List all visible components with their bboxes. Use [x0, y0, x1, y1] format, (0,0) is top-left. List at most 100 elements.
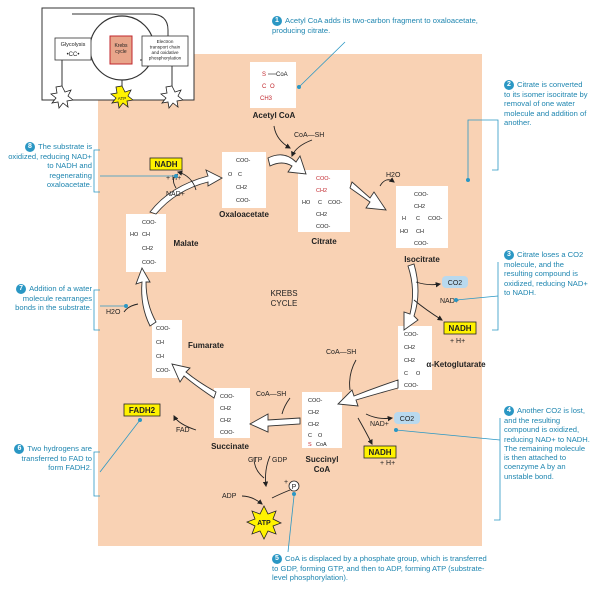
h2o-label-fumarate: H2O [106, 309, 121, 316]
fadh2-badge: FADH2 [123, 403, 161, 417]
arrow-citrate-to-isocitrate [349, 181, 387, 211]
svg-text:CH2: CH2 [236, 185, 247, 191]
svg-text:CH2: CH2 [404, 345, 415, 351]
svg-text:CO2: CO2 [448, 280, 463, 287]
svg-text:FADH2: FADH2 [129, 406, 156, 415]
svg-text:COO-: COO- [220, 430, 235, 436]
hplus-label-succinyl: + H+ [380, 460, 395, 467]
svg-text:C: C [416, 216, 420, 222]
fumarate-label: Fumarate [188, 341, 225, 350]
alpha-ketoglutarate-label: α-Ketoglutarate [426, 360, 486, 369]
svg-text:COO-: COO- [404, 332, 419, 338]
svg-text:CH2: CH2 [404, 358, 415, 364]
co2-bubble-isocitrate: CO2 [442, 276, 468, 288]
step-8-number: 8 [24, 142, 35, 152]
svg-text:C: C [238, 172, 242, 178]
krebs-cycle-title: KREBS [270, 289, 297, 298]
step-3-text: Citrate loses a CO2 molecule, and the re… [504, 250, 588, 297]
step-4-number: 4 [504, 406, 514, 416]
step-6-text: Two hydrogens are transferred to FAD to … [21, 444, 92, 473]
svg-text:C: C [262, 84, 267, 90]
svg-text:CO2: CO2 [400, 416, 415, 423]
svg-text:COO-: COO- [414, 241, 429, 247]
svg-text:C: C [318, 200, 322, 206]
svg-text:COO-: COO- [316, 176, 331, 182]
callout-leaders [93, 41, 501, 553]
acetyl-coa-label: Acetyl CoA [253, 111, 296, 120]
phosphate-icon [288, 480, 300, 492]
arrow-alpha-kg-to-succinyl-coa [337, 379, 399, 407]
svg-text:S: S [262, 72, 266, 78]
arrow-fumarate-to-malate [135, 266, 157, 327]
svg-text:COO-: COO- [156, 326, 171, 332]
svg-text:COO-: COO- [328, 200, 343, 206]
svg-text:CH: CH [156, 354, 164, 360]
succinate-structure: COO- CH2 CH2 COO- [214, 388, 250, 438]
krebs-cycle-subtitle: CYCLE [271, 299, 298, 308]
svg-text:CH2: CH2 [308, 422, 319, 428]
succinate-label: Succinate [211, 442, 249, 451]
svg-text:CH: CH [142, 232, 150, 238]
step-1-text: Acetyl CoA adds its two-carbon fragment … [272, 16, 478, 35]
adp-label: ADP [222, 493, 237, 500]
svg-text:HO: HO [302, 200, 311, 206]
svg-text:CoA: CoA [276, 72, 288, 78]
isocitrate-structure: COO- CH2 H C COO- HO CH COO- [396, 186, 448, 248]
succinyl-coa-structure: COO- CH2 CH2 C O S CoA [302, 392, 342, 448]
co2-bubble-succinyl: CO2 [394, 412, 420, 424]
nad-label-isocitrate: NAD+ [440, 298, 459, 305]
svg-text:O: O [416, 371, 421, 377]
oxaloacetate-structure: COO- O C CH2 COO- [222, 152, 266, 208]
arrow-malate-to-oxaloacetate [149, 169, 223, 215]
svg-text:COO-: COO- [236, 198, 251, 204]
arrow-succinate-to-fumarate [171, 363, 217, 399]
fad-label: FAD [176, 427, 190, 434]
citrate-label: Citrate [311, 237, 337, 246]
svg-text:C: C [404, 371, 408, 377]
inset-burst-mid [110, 85, 134, 109]
nadh-badge-top: NADH [149, 157, 183, 171]
svg-text:CH2: CH2 [316, 188, 327, 194]
svg-text:NADH: NADH [154, 160, 177, 169]
h2o-label-isocitrate: H2O [386, 172, 401, 179]
nad-label-succinyl: NAD+ [370, 421, 389, 428]
side-reaction-arrows [123, 125, 443, 505]
svg-text:O: O [270, 84, 275, 90]
step-8-text: The substrate is oxidized, reducing NAD+… [8, 142, 92, 189]
citrate-structure: COO- CH2 HO C COO- CH2 COO- [298, 170, 350, 232]
svg-text:H: H [402, 216, 406, 222]
phosphate-label: P [292, 484, 297, 491]
svg-text:CH3: CH3 [260, 96, 273, 102]
malate-label: Malate [174, 239, 199, 248]
inset-krebs-box [109, 35, 133, 65]
nad-label-malate: NAD+ [166, 191, 185, 198]
svg-text:COO-: COO- [316, 224, 331, 230]
hplus-label-isocitrate: + H+ [450, 338, 465, 345]
svg-text:O: O [228, 172, 233, 178]
coa-sh-label-succinate: CoA—SH [256, 391, 286, 398]
svg-text:COO-: COO- [156, 368, 171, 374]
svg-text:COO-: COO- [428, 216, 443, 222]
phosphate-plus: + [284, 479, 288, 486]
svg-text:CH2: CH2 [308, 410, 319, 416]
svg-text:CH2: CH2 [316, 212, 327, 218]
cycle-panel [98, 54, 482, 546]
svg-text:COO-: COO- [308, 398, 323, 404]
inset-burst-right [160, 85, 184, 109]
nadh-badge-succinyl: NADH [363, 445, 397, 459]
svg-text:NADH: NADH [448, 324, 471, 333]
inset-glycolysis-label: Glycolysis [61, 42, 86, 48]
coa-sh-label-top: CoA—SH [294, 132, 324, 139]
svg-text:COO-: COO- [220, 394, 235, 400]
svg-text:COO-: COO- [236, 158, 251, 164]
